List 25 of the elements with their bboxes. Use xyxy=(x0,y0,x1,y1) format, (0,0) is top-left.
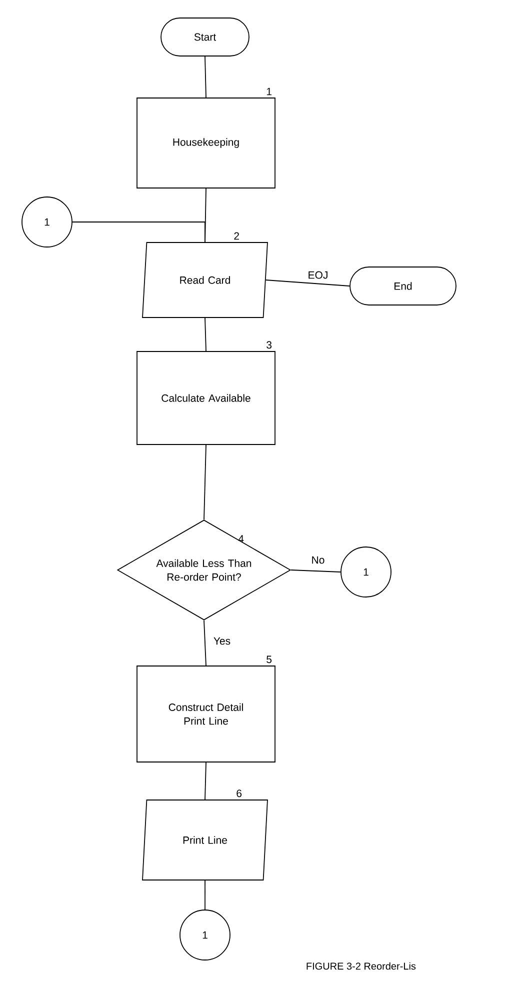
edge-label: EOJ xyxy=(306,270,330,280)
connector-line xyxy=(204,620,206,666)
connector-line xyxy=(204,318,206,352)
process-box: Housekeeping xyxy=(136,98,276,188)
process-box: Construct Detail Print Line xyxy=(136,666,276,762)
input-output-box: Read Card xyxy=(142,242,268,318)
edge-label: Yes xyxy=(212,636,232,646)
step-number: 3 xyxy=(266,341,272,349)
terminal-box: End xyxy=(350,266,456,306)
connector-line xyxy=(204,880,206,910)
terminal-box: Start xyxy=(160,18,250,56)
connector-line xyxy=(204,762,206,800)
step-number: 2 xyxy=(234,232,239,240)
step-number: 5 xyxy=(266,656,272,664)
step-number: 6 xyxy=(236,790,242,798)
figure-caption: FIGURE 3-2 Reorder-Lis xyxy=(306,962,416,970)
process-box: Calculate Available xyxy=(136,351,276,445)
step-number: 1 xyxy=(266,88,272,96)
connector-line xyxy=(265,280,350,286)
edge-label: No xyxy=(310,555,326,565)
input-output-box: Print Line xyxy=(142,800,268,880)
connector-line xyxy=(204,444,206,520)
connector-line xyxy=(204,56,206,98)
connector-line xyxy=(72,222,206,242)
connector-line xyxy=(290,570,341,572)
